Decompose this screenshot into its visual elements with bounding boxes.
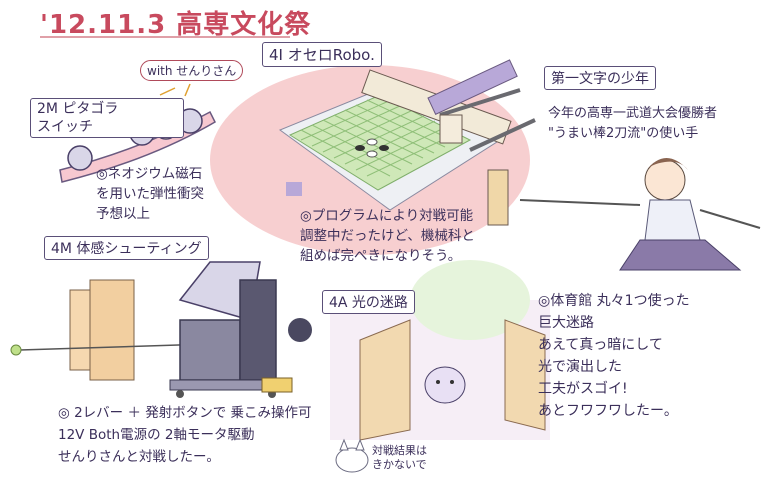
shooting-side-note: 対戦結果は きかないで: [372, 444, 427, 471]
light-maze-drawing: [330, 260, 550, 441]
maze-label: 4A 光の迷路: [322, 290, 415, 314]
shooting-label: 4M 体感シューティング: [44, 236, 209, 260]
cat-doodle: [335, 438, 369, 473]
samurai-boy-drawing: [519, 157, 761, 271]
othello-note: ◎プログラムにより対戦可能 調整中だったけど、機械科と 組めば完ぺきになりそう。: [300, 208, 475, 264]
othello-label: 4I オセロRobo.: [262, 42, 382, 67]
pitagora-label: 2M ピタゴラ スイッチ: [30, 98, 184, 138]
shooting-note: ◎ 2レバー ＋ 発射ボタンで 乗こみ操作可 12V Both電源の 2軸モータ…: [58, 405, 312, 465]
steel-ball: [67, 145, 93, 171]
shooting-game-drawing: [10, 261, 312, 398]
maze-note: ◎体育館 丸々1つ使った 巨大迷路 あえて真っ暗にして 光で演出した 工夫がスゴ…: [538, 293, 690, 419]
samurai-label: 第一文字の少年: [544, 66, 656, 90]
pitagora-label-line2: スイッチ: [37, 119, 93, 135]
with-tag: with せんりさん: [140, 60, 244, 81]
title-underline: [40, 36, 290, 38]
pitagora-note: ◎ネオジウム磁石 を用いた弾性衝突 予想以上: [96, 166, 204, 222]
pitagora-label-line1: 2M ピタゴラ: [37, 101, 119, 117]
page-title: '12.11.3 高専文化祭: [40, 10, 312, 40]
samurai-note: 今年の高専一武道大会優勝者 "うまい棒2刀流"の使い手: [548, 106, 718, 141]
othello-robo-drawing: [210, 59, 536, 255]
